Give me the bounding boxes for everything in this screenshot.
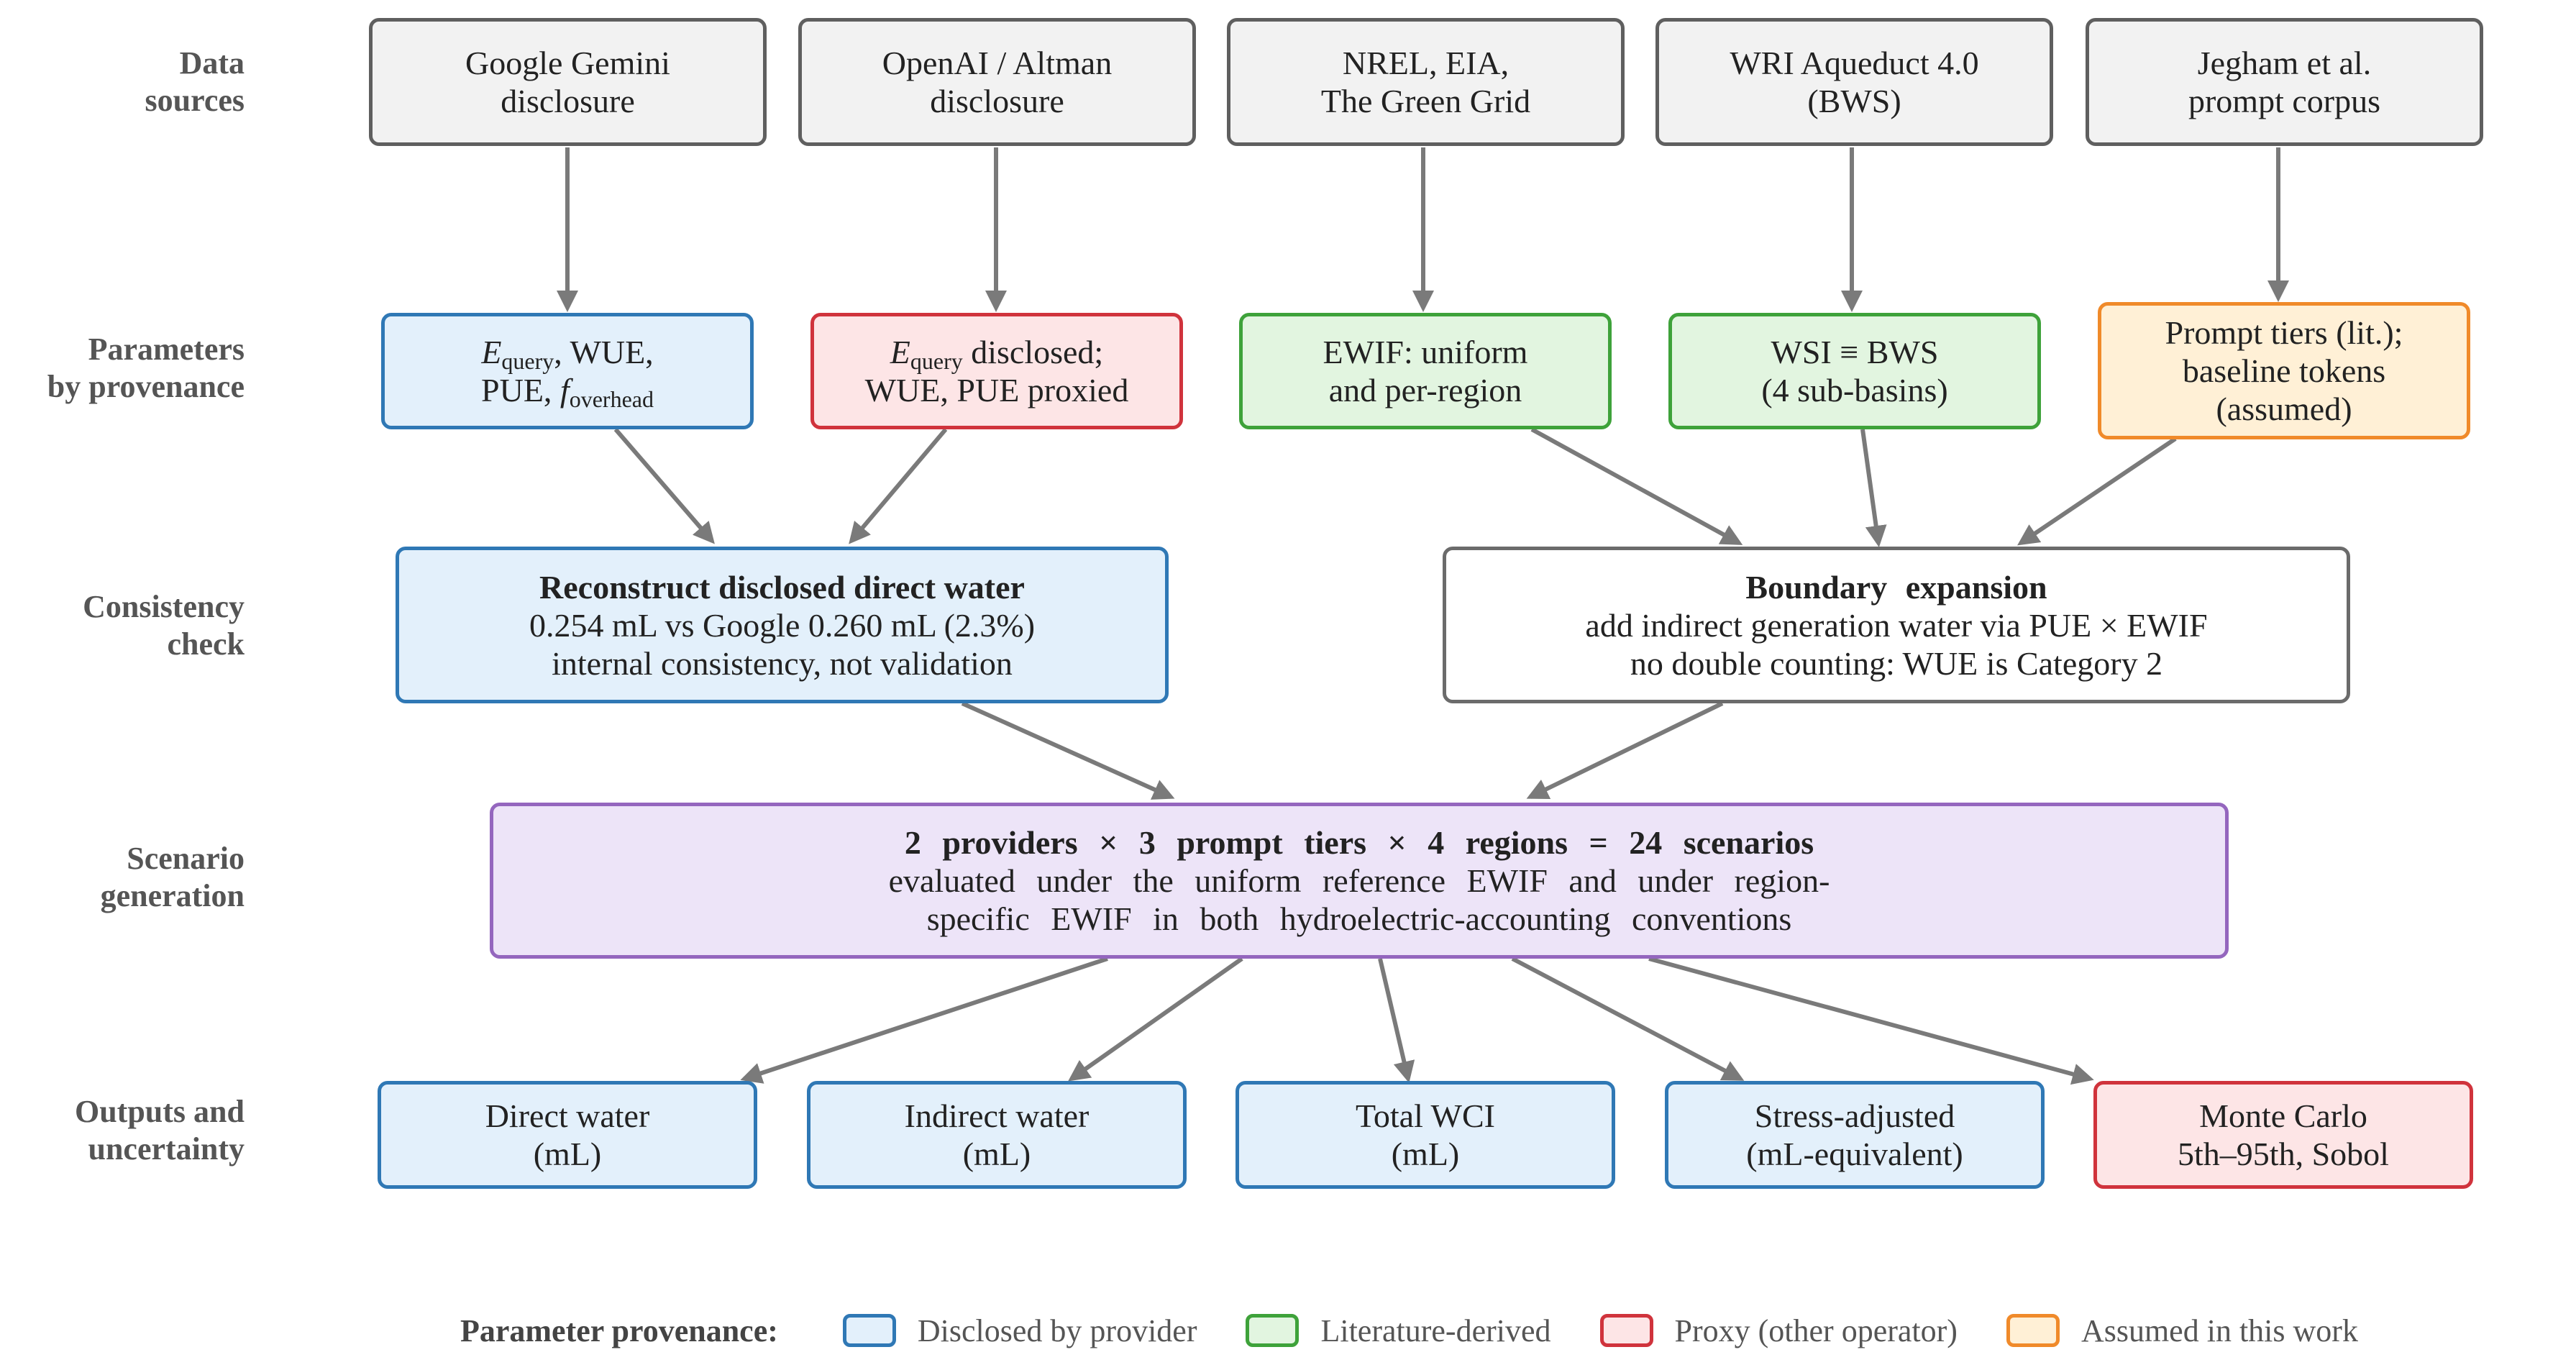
output-monte-carlo: Monte Carlo 5th–95th, Sobol [2093, 1081, 2473, 1189]
legend-swatch-literature [1246, 1314, 1300, 1347]
arrow-reconstruct-to-scenario [961, 701, 1175, 800]
legend-swatch-proxy [1599, 1314, 1653, 1347]
row-label-consistency: Consistency check [83, 589, 245, 662]
row-label-data-sources: Data sources [145, 45, 245, 118]
arrow-boundary-to-scenario [1526, 701, 1724, 799]
params-wsi: WSI ≡ BWS (4 sub-basins) [1668, 313, 2041, 429]
row-label-scenario: Scenario generation [100, 841, 245, 913]
legend-item-disclosed: Disclosed by provider [842, 1312, 1197, 1349]
source-wri-aqueduct: WRI Aqueduct 4.0 (BWS) [1655, 18, 2053, 146]
params-ewif: EWIF: uniform and per-region [1239, 313, 1612, 429]
scenario-generation: 2 providers × 3 prompt tiers × 4 regions… [490, 803, 2229, 959]
source-jegham-corpus: Jegham et al. prompt corpus [2086, 18, 2483, 146]
legend-item-proxy: Proxy (other operator) [1599, 1312, 1958, 1349]
arrow-scenario-to-montecarlo [1648, 957, 2094, 1085]
arrow-scenario-to-indirect [1068, 957, 1243, 1082]
arrow-ewif-to-boundary [1530, 427, 1743, 545]
legend-swatch-disclosed [842, 1314, 896, 1347]
legend-swatch-assumed [2006, 1314, 2060, 1347]
params-google-disclosed: Equery, WUE, PUE, foverhead [381, 313, 754, 429]
output-stress-adjusted: Stress-adjusted (mL-equivalent) [1665, 1081, 2045, 1189]
legend-title: Parameter provenance: [460, 1312, 778, 1348]
output-total-wci: Total WCI (mL) [1236, 1081, 1615, 1189]
boundary-expansion: Boundary expansion add indirect generati… [1443, 547, 2350, 703]
legend-item-assumed: Assumed in this work [2006, 1312, 2358, 1349]
params-prompt-tiers: Prompt tiers (lit.); baseline tokens (as… [2098, 302, 2470, 439]
row-label-outputs: Outputs and uncertainty [74, 1094, 245, 1167]
legend-item-literature: Literature-derived [1246, 1312, 1551, 1349]
arrow-oparams-to-reconstruct [849, 428, 948, 544]
params-openai-proxy: Equery disclosed; WUE, PUE proxied [810, 313, 1183, 429]
source-google-gemini: Google Gemini disclosure [369, 18, 767, 146]
provenance-legend: Parameter provenance: Disclosed by provi… [460, 1305, 2358, 1356]
output-direct-water: Direct water (mL) [378, 1081, 757, 1189]
arrow-wsi-to-boundary [1860, 429, 1887, 547]
arrow-prompt-to-boundary [2017, 437, 2177, 546]
reconstruct-direct-water: Reconstruct disclosed direct water 0.254… [396, 547, 1169, 703]
source-openai-altman: OpenAI / Altman disclosure [798, 18, 1196, 146]
arrow-scenario-to-direct [740, 957, 1108, 1084]
source-nrel-eia: NREL, EIA, The Green Grid [1227, 18, 1625, 146]
arrow-gparams-to-reconstruct [613, 428, 715, 544]
row-label-parameters: Parameters by provenance [47, 332, 245, 404]
arrow-scenario-to-total [1378, 958, 1415, 1083]
output-indirect-water: Indirect water (mL) [807, 1081, 1187, 1189]
arrow-scenario-to-stress [1511, 957, 1745, 1081]
